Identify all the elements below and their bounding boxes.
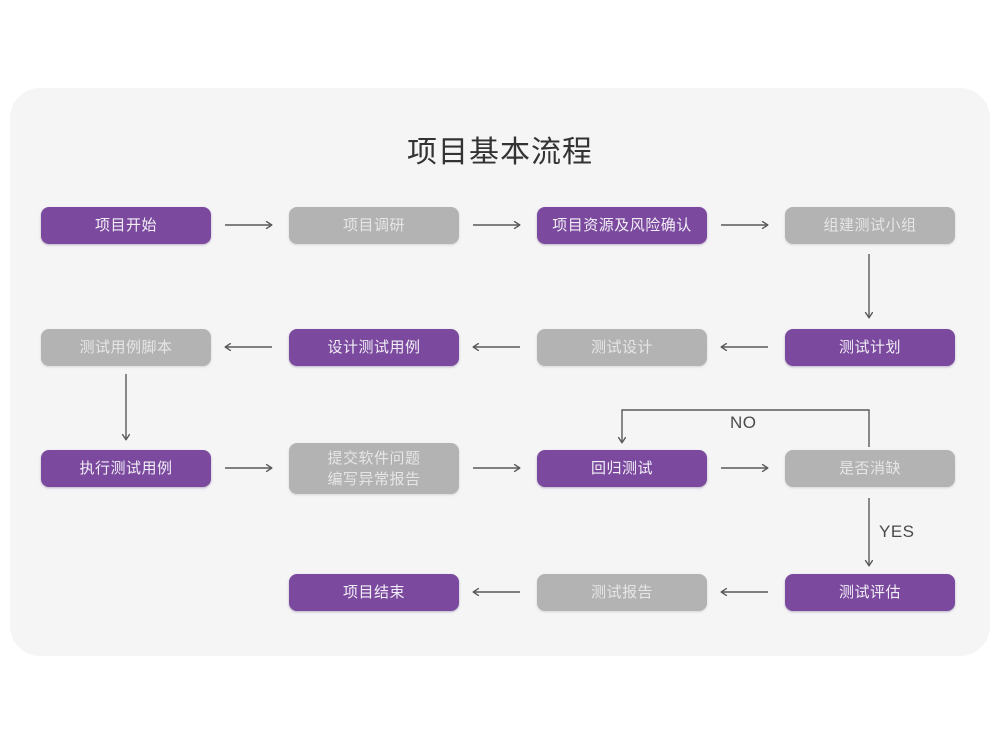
page-title: 项目基本流程 xyxy=(407,136,593,169)
edge-label-no: NO xyxy=(730,413,757,432)
node-submit-issues-write-report[interactable]: 提交软件问题 编写异常报告 xyxy=(289,443,459,494)
node-project-start[interactable]: 项目开始 xyxy=(41,207,211,244)
node-test-evaluation[interactable]: 测试评估 xyxy=(785,574,955,611)
node-test-case-script[interactable]: 测试用例脚本 xyxy=(41,329,211,366)
node-resource-risk-confirm[interactable]: 项目资源及风险确认 xyxy=(537,207,707,244)
node-project-end[interactable]: 项目结束 xyxy=(289,574,459,611)
node-form-test-team[interactable]: 组建测试小组 xyxy=(785,207,955,244)
edge-label-yes: YES xyxy=(879,522,915,541)
node-test-report[interactable]: 测试报告 xyxy=(537,574,707,611)
node-test-design[interactable]: 测试设计 xyxy=(537,329,707,366)
node-test-plan[interactable]: 测试计划 xyxy=(785,329,955,366)
node-project-research[interactable]: 项目调研 xyxy=(289,207,459,244)
node-design-test-cases[interactable]: 设计测试用例 xyxy=(289,329,459,366)
node-defects-cleared-decision[interactable]: 是否消缺 xyxy=(785,450,955,487)
flowchart-card xyxy=(10,88,990,656)
node-execute-test-cases[interactable]: 执行测试用例 xyxy=(41,450,211,487)
node-regression-test[interactable]: 回归测试 xyxy=(537,450,707,487)
